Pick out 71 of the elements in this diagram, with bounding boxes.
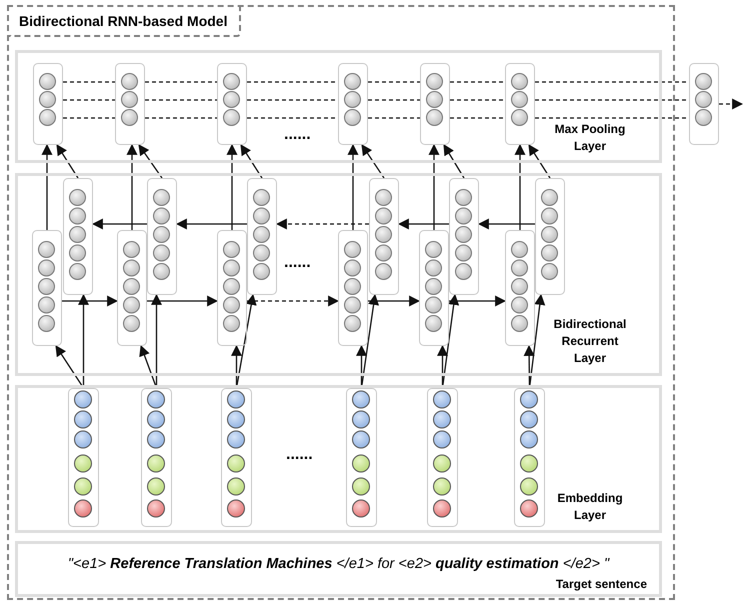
arrow [514, 144, 526, 230]
vector-box [147, 178, 177, 295]
vector-box [68, 388, 99, 527]
vector-box [32, 230, 62, 346]
layer-label: Embedding Layer [556, 490, 624, 524]
arrow [478, 218, 535, 230]
arrow [398, 218, 449, 230]
ellipsis-text: ...... [284, 126, 311, 144]
arrow [231, 344, 242, 388]
ellipsis-text: ...... [286, 446, 313, 464]
connector-line [367, 81, 421, 119]
arrow [92, 218, 147, 230]
layer-panel [15, 385, 662, 533]
ellipsis-text: ...... [284, 254, 311, 272]
vector-box [115, 63, 145, 145]
vector-box [419, 230, 449, 346]
vector-box [221, 388, 252, 527]
vector-box [338, 63, 368, 145]
arrow [528, 144, 551, 178]
vector-box [63, 178, 93, 295]
arrow [247, 296, 340, 306]
model-frame [7, 5, 675, 600]
arrow [42, 144, 52, 230]
arrow [138, 144, 163, 178]
vector-box [535, 178, 565, 295]
arrow [226, 144, 238, 230]
vector-box [117, 230, 147, 346]
vector-box [427, 388, 458, 527]
arrow [437, 344, 448, 388]
layer-label: Bidirectional Recurrent Layer [552, 316, 628, 367]
arrow [176, 218, 247, 230]
connector-line [62, 81, 116, 119]
vector-box [369, 178, 399, 295]
arrow [62, 296, 118, 306]
vector-box [338, 230, 368, 346]
vector-box [505, 230, 535, 346]
panel-caption: Target sentence [556, 577, 647, 591]
arrow [719, 98, 744, 110]
vector-box [505, 63, 535, 145]
arrow [56, 144, 79, 178]
arrow [78, 294, 89, 388]
vector-box [346, 388, 377, 527]
arrow [428, 144, 440, 230]
arrow [348, 144, 358, 230]
vector-box [217, 63, 247, 145]
arrow [147, 296, 218, 306]
arrow [151, 294, 162, 388]
layer-panel [15, 50, 662, 163]
arrow [356, 344, 367, 388]
sentence-text: "<e1> Reference Translation Machines </e1> for <e2> quality estimation </e2> " [66, 556, 611, 572]
connector-line [144, 81, 218, 119]
layer-label: Max Pooling Layer [554, 121, 626, 155]
frame-title: Bidirectional RNN-based Model [9, 7, 242, 37]
arrow [443, 144, 465, 178]
arrow [449, 296, 506, 306]
vector-box [514, 388, 545, 527]
vector-box [217, 230, 247, 346]
arrow [126, 144, 138, 230]
vector-box [449, 178, 479, 295]
layer-panel [15, 173, 662, 376]
vector-box [247, 178, 277, 295]
arrow [276, 218, 369, 230]
arrow [361, 144, 385, 178]
vector-box [33, 63, 63, 145]
sentence-panel [15, 541, 662, 597]
vector-box [141, 388, 172, 527]
vector-box [689, 63, 719, 145]
vector-box [420, 63, 450, 145]
arrow [368, 296, 420, 306]
arrow [240, 144, 263, 178]
connector-line [449, 81, 506, 119]
